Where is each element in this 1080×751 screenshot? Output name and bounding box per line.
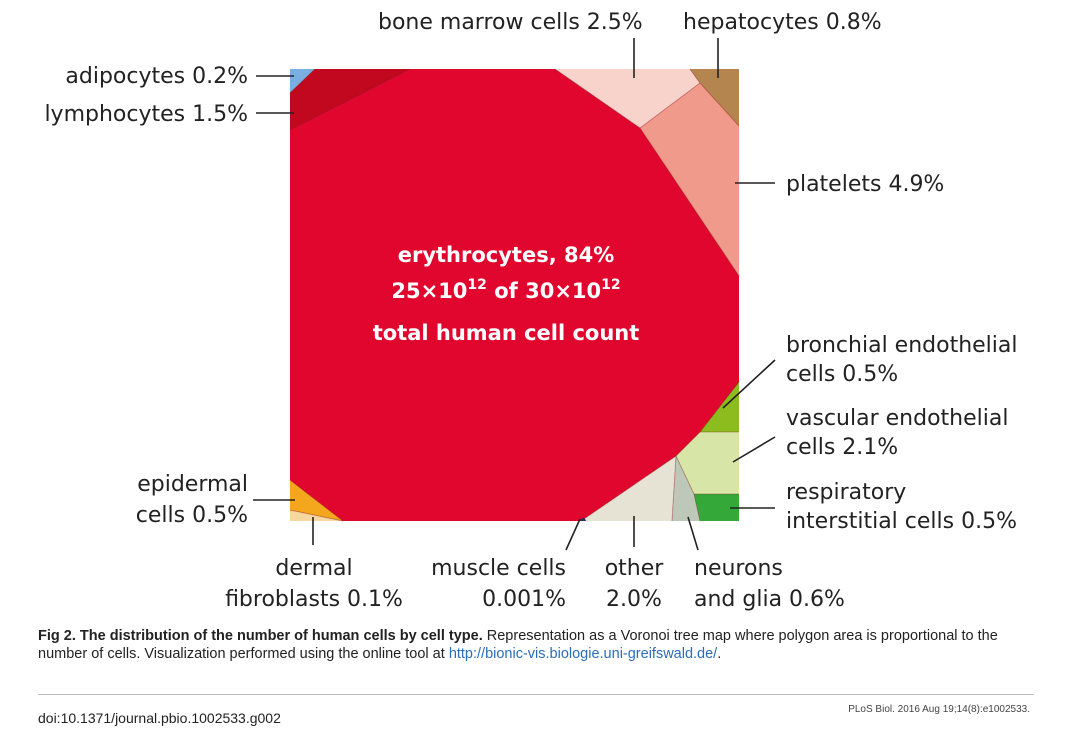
label-bronchial-line2: cells 0.5% [786,362,898,387]
caption-text: Representation as a Voronoi tree map whe… [38,628,998,662]
figure-caption: Fig 2. The distribution of the number of… [38,627,1038,663]
caption-title: The distribution of the number of human … [79,628,483,644]
leader-vascular [732,436,776,463]
cell-polygon-bone-marrow [555,69,700,128]
cell-polygon-platelets [640,83,739,276]
label-other-line2: 2.0% [606,587,662,612]
cell-polygon-respiratory [694,494,739,521]
caption-fig-label: Fig 2. [38,628,76,644]
label-lymphocytes: lymphocytes 1.5% [44,102,248,127]
leader-muscle [565,518,581,551]
label-vascular-line2: cells 2.1% [786,435,898,460]
cell-polygon-other [581,456,676,521]
cell-polygon-erythrocytes [290,69,739,521]
label-respiratory-line2: interstitial cells 0.5% [786,509,1017,534]
label-vascular-line1: vascular endothelial [786,406,1008,431]
voronoi-treemap: erythrocytes, 84% 25×1012 of 30×1012 tot… [44,10,1018,612]
cell-polygon-bronchial [700,382,739,432]
cell-polygon-vascular [676,432,739,494]
label-hepatocytes: hepatocytes 0.8% [683,10,882,35]
divider [38,694,1034,695]
caption-link[interactable]: http://bionic-vis.biologie.uni-greifswal… [448,646,718,662]
cell-polygon-epidermal [290,480,343,521]
cell-polygon-neurons [672,456,700,521]
center-label-line2: 25×1012 of 30×1012 [391,277,620,303]
label-neurons-line2: and glia 0.6% [694,587,845,612]
label-epidermal-line1: epidermal [137,472,248,497]
cell-polygon-hepatocytes [690,69,739,126]
center-label-line3: total human cell count [373,321,640,345]
label-dermal-line2: fibroblasts 0.1% [225,587,403,612]
label-other-line1: other [605,556,665,581]
label-bronchial-line1: bronchial endothelial [786,333,1018,358]
center-label-line1: erythrocytes, 84% [398,243,615,267]
citation-text: PLoS Biol. 2016 Aug 19;14(8):e1002533. [848,704,1030,715]
doi-text: doi:10.1371/journal.pbio.1002533.g002 [38,710,281,726]
label-bone-marrow: bone marrow cells 2.5% [378,10,643,35]
cell-polygon-lymphocytes [290,69,410,130]
label-muscle-line2: 0.001% [482,587,566,612]
leader-neurons [687,516,699,551]
label-adipocytes: adipocytes 0.2% [65,64,248,89]
label-respiratory-line1: respiratory [786,480,906,505]
label-muscle-line1: muscle cells [431,556,566,581]
label-epidermal-line2: cells 0.5% [136,503,248,528]
leader-bronchial [722,359,776,409]
label-platelets: platelets 4.9% [786,172,944,197]
caption-text-end: . [717,646,722,662]
label-dermal-line1: dermal [275,556,352,581]
label-neurons-line1: neurons [694,556,783,581]
